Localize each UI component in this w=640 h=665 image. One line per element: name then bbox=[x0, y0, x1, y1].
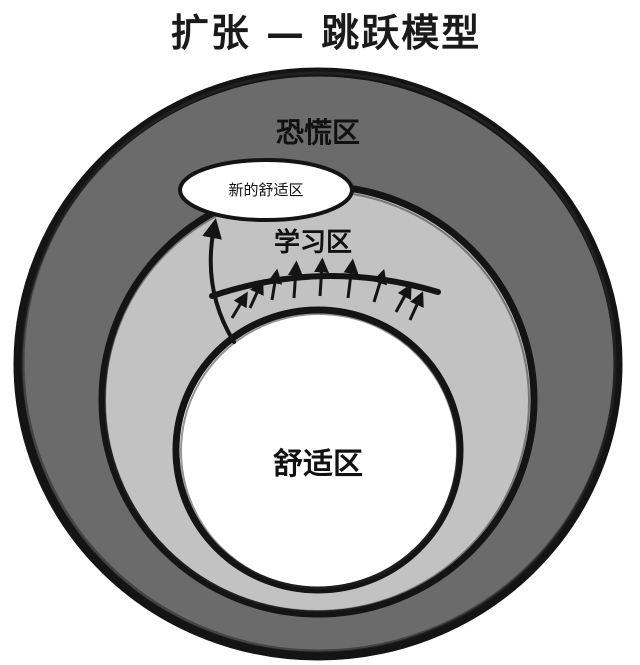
growth-arrow bbox=[372, 268, 387, 303]
learning-zone-label: 学习区 bbox=[274, 227, 352, 258]
leap-arrow bbox=[202, 218, 236, 344]
growth-arrow bbox=[267, 268, 283, 301]
growth-arrow bbox=[343, 258, 359, 299]
growth-arrow bbox=[408, 291, 424, 321]
comfort-zone-label: 舒适区 bbox=[273, 447, 363, 482]
growth-arrow bbox=[248, 279, 264, 309]
growth-arrow bbox=[314, 257, 330, 297]
diagram-title: 扩张 — 跳跃模型 bbox=[171, 10, 481, 55]
comfort-zone-circle-sketch bbox=[180, 313, 458, 589]
growth-arrow bbox=[394, 283, 412, 313]
new-comfort-zone-bubble bbox=[178, 158, 354, 222]
growth-arrow bbox=[288, 260, 303, 299]
panic-zone-label: 恐慌区 bbox=[276, 116, 360, 149]
growth-arrow bbox=[230, 291, 248, 319]
new-comfort-zone-label: 新的舒适区 bbox=[228, 181, 303, 199]
panic-zone-ring-sketch bbox=[21, 71, 617, 653]
growth-arrows bbox=[230, 257, 424, 321]
comfort-zone-circle bbox=[172, 306, 464, 594]
